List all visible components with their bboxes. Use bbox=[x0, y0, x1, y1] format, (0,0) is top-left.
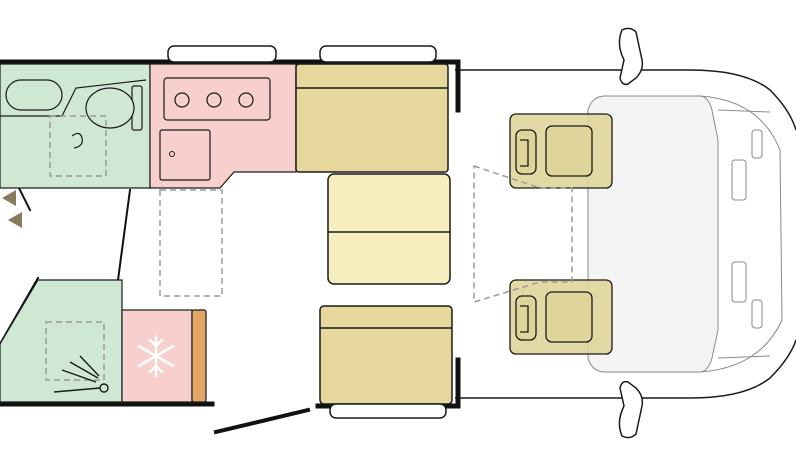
toilet-icon bbox=[85, 85, 143, 131]
fridge-side-panel bbox=[191, 309, 207, 403]
partition-1 bbox=[116, 188, 132, 282]
shower-hose bbox=[53, 387, 101, 393]
driver-armrest bbox=[515, 129, 537, 175]
stove-burners-icon bbox=[163, 77, 271, 121]
shower-tray-top bbox=[49, 115, 107, 177]
toilet-bowl bbox=[85, 87, 135, 129]
bench-bottom bbox=[319, 305, 453, 405]
shower-icon bbox=[53, 355, 109, 393]
entry-arrow-down bbox=[8, 212, 22, 228]
washroom bbox=[0, 63, 151, 189]
kitchen-sink bbox=[159, 129, 211, 181]
bench-top bbox=[295, 63, 449, 173]
hob-burner-2 bbox=[206, 92, 222, 108]
shower-floor bbox=[0, 279, 123, 403]
hob-panel bbox=[163, 77, 271, 121]
snowflake-tip-1 bbox=[148, 338, 164, 348]
sliding-door bbox=[213, 407, 311, 435]
snowflake-tip-2 bbox=[148, 364, 164, 374]
dash-vent-2 bbox=[731, 261, 747, 303]
body-bottom-edge bbox=[455, 339, 796, 399]
sink-counter bbox=[0, 79, 147, 117]
driver-seat-cushion bbox=[545, 125, 593, 177]
bonnet-line-top bbox=[717, 109, 771, 113]
shower-spray-2 bbox=[69, 361, 99, 379]
hob-burner-1 bbox=[174, 92, 190, 108]
cab-seat-passenger bbox=[509, 279, 613, 355]
mirror-bottom bbox=[618, 380, 644, 439]
passenger-seat-cushion bbox=[545, 291, 593, 343]
drain-swirl bbox=[71, 132, 83, 149]
windscreen-line bbox=[699, 95, 783, 373]
side-mirrors bbox=[618, 27, 644, 439]
passenger-armrest-detail bbox=[520, 305, 529, 333]
hob-burner-3 bbox=[238, 92, 254, 108]
fridge bbox=[121, 309, 207, 403]
passenger-armrest bbox=[515, 295, 537, 341]
vehicle-outline bbox=[455, 69, 796, 399]
entry-arrows bbox=[2, 190, 22, 228]
cab-seat-driver bbox=[509, 113, 613, 189]
bench-top-pad bbox=[319, 45, 437, 63]
snowflake-icon bbox=[137, 334, 175, 378]
kitchen bbox=[149, 63, 297, 189]
shower-head bbox=[99, 383, 109, 393]
driver-armrest-detail bbox=[520, 139, 529, 167]
shower-tray-bottom bbox=[45, 321, 105, 381]
shower-spray-1 bbox=[61, 369, 97, 383]
body-top-edge bbox=[455, 69, 796, 131]
snowflake-arm-3 bbox=[137, 344, 175, 368]
dash-vent-4 bbox=[751, 299, 763, 329]
bonnet-line-bottom bbox=[717, 355, 771, 359]
shower-spray-3 bbox=[79, 355, 100, 377]
dash-vent-1 bbox=[731, 159, 747, 201]
bench-bottom-pad bbox=[329, 403, 447, 419]
wardrobe-outline bbox=[159, 189, 223, 297]
dashboard-shape bbox=[587, 95, 719, 373]
sink-drain bbox=[169, 151, 175, 157]
mirror-top bbox=[618, 27, 644, 86]
swivel-seat-outline bbox=[473, 164, 573, 304]
counter-top-pad bbox=[167, 45, 277, 63]
cab-dashboard bbox=[587, 95, 783, 373]
dinette bbox=[167, 45, 453, 419]
entry-arrow-up bbox=[2, 190, 16, 206]
shower-room bbox=[0, 279, 123, 403]
dash-vent-3 bbox=[751, 129, 763, 159]
dinette-table bbox=[327, 173, 451, 285]
sink-basin bbox=[5, 79, 63, 111]
